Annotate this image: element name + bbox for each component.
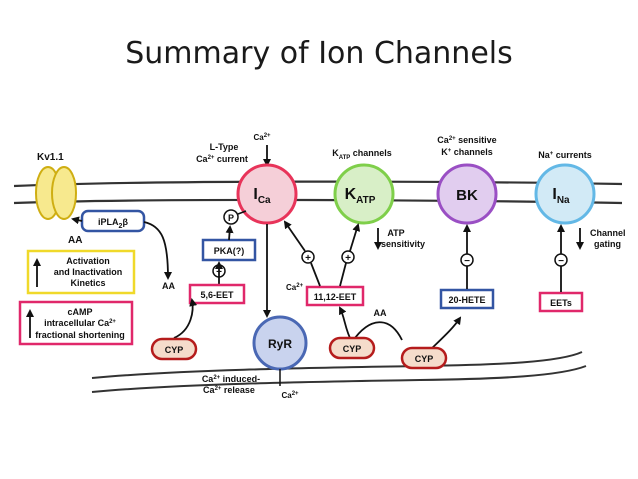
camp-line3: fractional shortening	[35, 330, 125, 340]
plasma-membrane-outer	[13, 180, 623, 188]
cyp-right-label: CYP	[415, 354, 434, 364]
hete20-box	[439, 288, 495, 310]
pka-label: PKA(?)	[214, 246, 245, 256]
aa-left-label: AA	[162, 281, 175, 291]
na-currents-label: Na+ currents	[538, 150, 592, 160]
katp-channels-label: KATP channels	[332, 148, 392, 161]
cyp-middle-label: CYP	[343, 344, 362, 354]
minus-bk-label: −	[464, 256, 470, 267]
plus-marker-ica	[301, 250, 315, 264]
p-to-ica-line	[237, 210, 247, 215]
kv11-channel	[35, 166, 77, 220]
bk-label: BK	[456, 187, 478, 204]
cyp-middle	[328, 336, 376, 360]
phospho-label: P	[228, 213, 234, 223]
bk-channel	[436, 163, 498, 225]
aa-right-label: AA	[374, 308, 387, 318]
eet1112-box	[305, 285, 365, 307]
gating-line1: Channel	[590, 228, 626, 238]
bk-label-line2: K+ channels	[441, 147, 493, 157]
hete20-label: 20-HETE	[448, 295, 485, 305]
cyp-to-56eet-arrow	[173, 298, 198, 339]
ltype-label-line2: Ca2+ current	[196, 154, 248, 164]
camp-line1: cAMP	[67, 307, 92, 317]
minus-ina-label: −	[558, 256, 564, 267]
eet1112-to-katp-line	[339, 262, 347, 287]
cicr-line1: Ca2+ induced-	[202, 374, 260, 384]
cyp-left	[150, 337, 198, 361]
atp-sens-line2: sensitivity	[381, 239, 425, 249]
plus-marker-katp	[341, 250, 355, 264]
plasma-membrane-inner	[13, 198, 623, 205]
ipla2-to-aa-arrow	[143, 221, 172, 280]
eet56-label: 5,6-EET	[200, 290, 234, 300]
ipla2-label: iPLA2β	[98, 217, 128, 230]
ica-channel	[236, 163, 298, 225]
slide-title: Summary of Ion Channels	[125, 36, 513, 71]
camp-line2: intracellular Ca2+	[44, 318, 116, 328]
ica-label: ICa	[253, 186, 271, 206]
activation-line1: Activation	[66, 256, 110, 266]
pka-to-p-arrow	[225, 225, 234, 241]
camp-box	[18, 300, 134, 346]
ltype-label-line1: L-Type	[210, 142, 239, 152]
eet56-box	[188, 283, 246, 305]
sr-membrane-outer	[91, 351, 583, 379]
ca2-mid-label: Ca2+	[286, 283, 304, 292]
ina-channel	[534, 163, 596, 225]
bk-label-line1: Ca2+ sensitive	[437, 135, 496, 145]
plus-to-ica-arrow	[283, 220, 306, 252]
eets-label: EETs	[550, 298, 572, 308]
plus-ica-label: +	[305, 253, 311, 264]
plus-katp-label: +	[345, 253, 351, 264]
eet1112-label: 11,12-EET	[314, 292, 357, 302]
cyp-right	[400, 346, 448, 370]
activation-box	[26, 249, 136, 295]
gating-line2: gating	[594, 239, 621, 249]
katp-channel	[333, 163, 395, 225]
ina-label: INa	[552, 186, 570, 206]
ca-top-label: Ca2+	[253, 133, 271, 142]
ca2-bottom-label: Ca2+	[281, 391, 299, 400]
activation-line2: and Inactivation	[54, 267, 123, 277]
ryr-label: RyR	[268, 337, 292, 351]
aa-to-cyp-arc	[351, 321, 403, 343]
atp-sens-line1: ATP	[387, 228, 404, 238]
aa-kv-label: AA	[68, 235, 82, 246]
eets-box	[538, 291, 584, 313]
katp-label: KATP	[345, 186, 376, 206]
kv11-label: Kv1.1	[37, 152, 64, 163]
cicr-line2: Ca2+ release	[203, 385, 255, 395]
eet1112-to-ica-line	[310, 262, 321, 287]
phospho-marker	[223, 209, 239, 225]
activation-line3: Kinetics	[70, 278, 105, 288]
sr-membrane-inner	[91, 365, 587, 393]
cyp-left-label: CYP	[165, 345, 184, 355]
plus-to-katp-arrow	[349, 223, 361, 252]
ipla2-to-kv-arrow	[71, 216, 83, 225]
